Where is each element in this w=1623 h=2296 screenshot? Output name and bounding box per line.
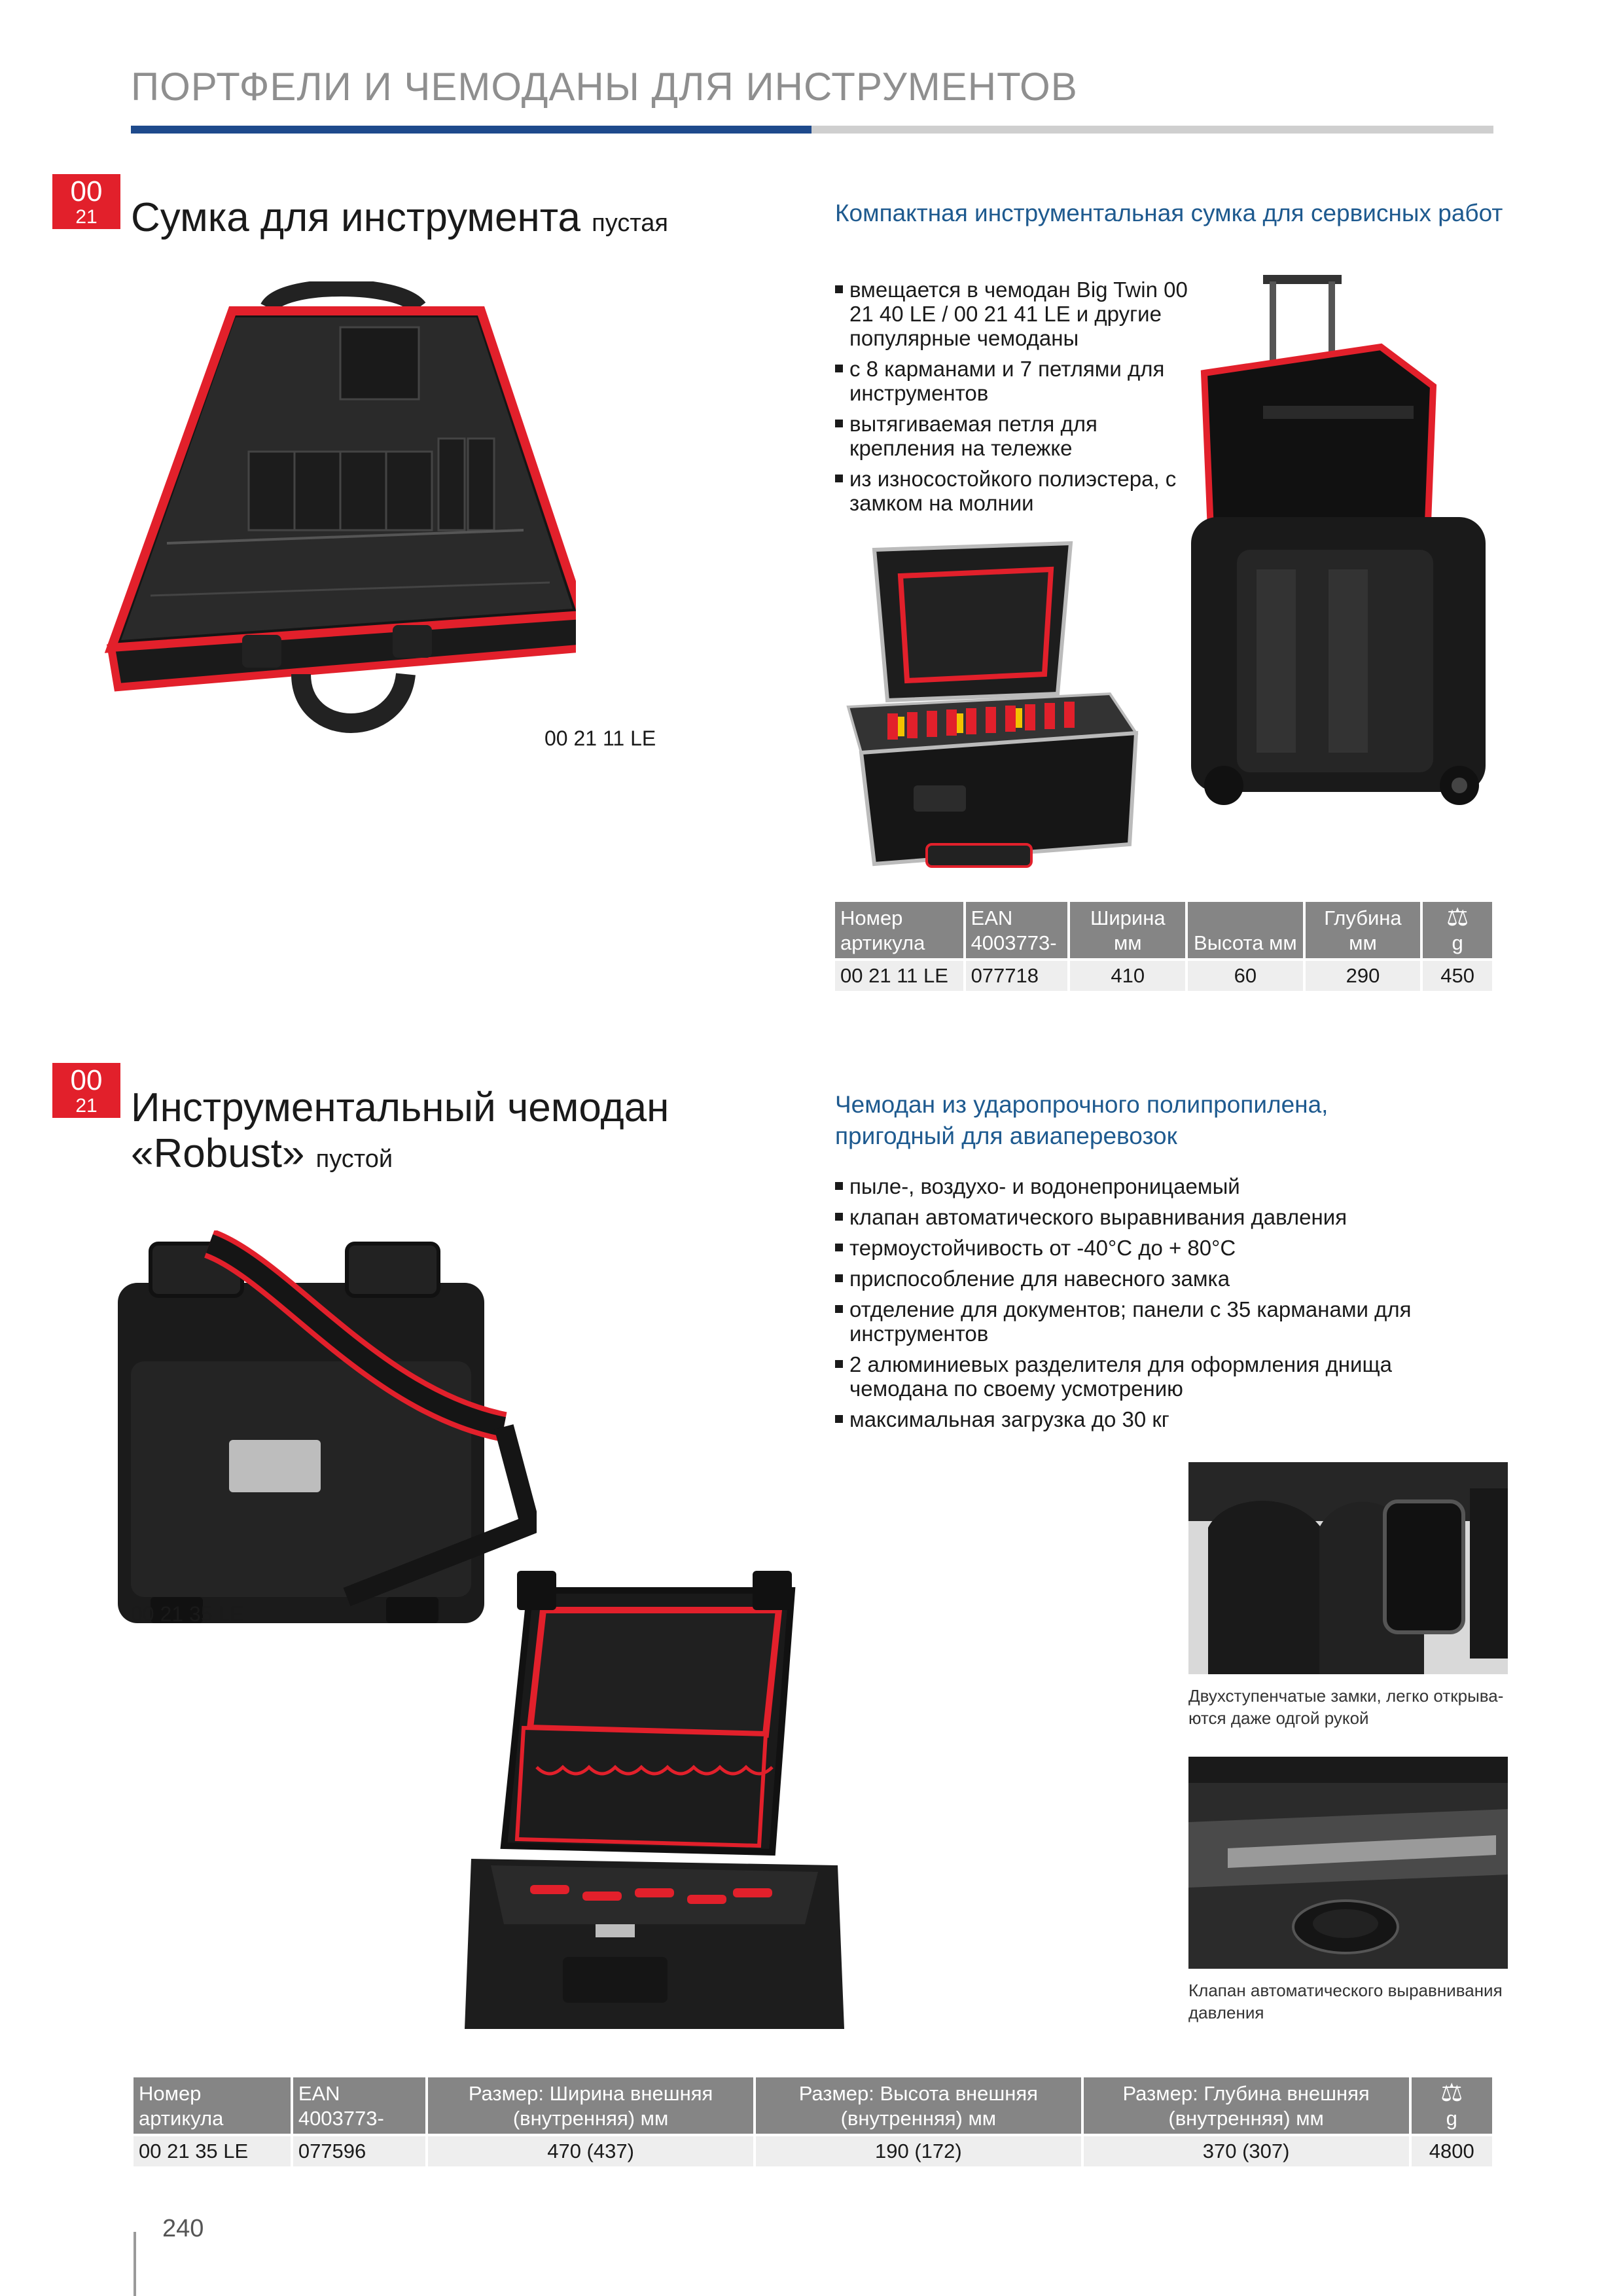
table-header-depth: Размер: Глубина внешняя (внутренняя) мм [1083,2077,1409,2134]
product1-badge: 00 21 [52,174,120,229]
product2-title-line2: «Robust» [131,1131,305,1176]
hard-case-image [846,541,1139,868]
product2-badge: 00 21 [52,1063,120,1118]
tool-bag-image [105,281,576,733]
table-row: 00 21 11 LE 077718 410 60 290 450 [835,958,1492,991]
product2-subtitle-line2: пригодный для авиаперевозок [835,1122,1177,1149]
product1-image-label: 00 21 11 LE [544,726,656,750]
product1-title-text: Сумка для инструмента [131,195,580,240]
cell-width: 410 [1070,958,1186,991]
product2-features: пыле-, воздухо- и водонепроницаемый клап… [835,1174,1424,1438]
cell-depth: 370 (307) [1083,2134,1409,2166]
lock-detail-image [1188,1462,1508,1674]
table-header-ean: EAN 4003773- [293,2077,426,2134]
feature-item: максимальная загрузка до 30 кг [835,1407,1424,1431]
product2-image-label: 00 21 35 LE [131,1602,244,1626]
cell-weight: 450 [1423,958,1492,991]
badge-top: 00 [70,175,103,207]
badge-bottom: 21 [75,1095,98,1117]
table-header-weight: ⚖ g [1423,902,1492,958]
product2-subtitle-line1: Чемодан из ударопрочного полипропилена, [835,1091,1329,1118]
trolley-case-image [1191,275,1486,805]
table-header-height: Высота мм [1188,902,1303,958]
title-rule-grey [812,126,1493,134]
badge-top: 00 [70,1064,103,1096]
product2-subtitle: Чемодан из ударопрочного полипропилена, … [835,1089,1328,1152]
page-number-bar [134,2232,136,2296]
product2-title: Инструментальный чемодан «Robust» пустой [131,1085,669,1182]
feature-item: вмещается в чемодан Big Twin 00 21 40 LE… [835,278,1202,350]
scale-icon: ⚖ [1446,904,1469,931]
table-row: 00 21 35 LE 077596 470 (437) 190 (172) 3… [134,2134,1492,2166]
robust-case-closed-image [118,1230,537,1623]
table-header-weight: ⚖ g [1411,2077,1492,2134]
cell-ean: 077596 [293,2134,426,2166]
table-header-height: Размер: Высота внешняя (внутренняя) мм [755,2077,1081,2134]
feature-item: 2 алюминиевых разделителя для оформления… [835,1352,1424,1401]
table-header-ean: EAN 4003773- [965,902,1068,958]
product1-title-suffix: пустая [592,209,669,237]
feature-item: с 8 карманами и 7 петлями для инструмент… [835,357,1202,405]
feature-item: вытягиваемая петля для крепления на теле… [835,412,1202,460]
feature-item: термоустойчивость от -40°C до + 80°C [835,1236,1424,1260]
scale-icon: ⚖ [1440,2079,1463,2107]
product2-title-line1: Инструментальный чемодан [131,1085,669,1130]
weight-unit: g [1446,2107,1457,2130]
weight-unit: g [1452,931,1463,954]
table-header-article: Номер артикула [134,2077,291,2134]
cell-height: 190 (172) [755,2134,1081,2166]
table-header-width: Размер: Ширина внешняя (внутренняя) мм [428,2077,753,2134]
cell-width: 470 (437) [428,2134,753,2166]
product1-features: вмещается в чемодан Big Twin 00 21 40 LE… [835,278,1202,522]
product2-spec-table: Номер артикула EAN 4003773- Размер: Шири… [131,2077,1495,2166]
page-number: 240 [162,2215,204,2242]
cell-depth: 290 [1305,958,1421,991]
cell-article: 00 21 11 LE [835,958,963,991]
valve-detail-caption: Клапан автоматического выравнивания давл… [1188,1981,1503,2022]
product1-title: Сумка для инструмента пустая [131,195,668,246]
title-rule-blue [131,126,812,134]
product2-title-suffix: пустой [315,1145,393,1173]
badge-bottom: 21 [75,206,98,228]
product1-spec-table: Номер артикула EAN 4003773- Ширина мм Вы… [832,902,1495,991]
product1-subtitle: Компактная инструментальная сумка для се… [835,200,1503,226]
lock-detail-caption: Двухступенчатые замки, легко открыва-ютс… [1188,1686,1504,1728]
table-header-article: Номер артикула [835,902,963,958]
cell-article: 00 21 35 LE [134,2134,291,2166]
table-header-depth: Глубина мм [1305,902,1421,958]
feature-item: клапан автоматического выравнивания давл… [835,1205,1424,1229]
cell-ean: 077718 [965,958,1068,991]
table-header-width: Ширина мм [1070,902,1186,958]
feature-item: из износостойкого полиэстера, с замком н… [835,467,1202,515]
feature-item: приспособление для навесного замка [835,1266,1424,1291]
cell-height: 60 [1188,958,1303,991]
robust-case-open-image [465,1571,844,2029]
feature-item: отделение для документов; панели с 35 ка… [835,1297,1424,1346]
cell-weight: 4800 [1411,2134,1492,2166]
feature-item: пыле-, воздухо- и водонепроницаемый [835,1174,1424,1198]
valve-detail-image [1188,1757,1508,1969]
page-title: ПОРТФЕЛИ И ЧЕМОДАНЫ ДЛЯ ИНСТРУМЕНТОВ [131,65,1078,109]
